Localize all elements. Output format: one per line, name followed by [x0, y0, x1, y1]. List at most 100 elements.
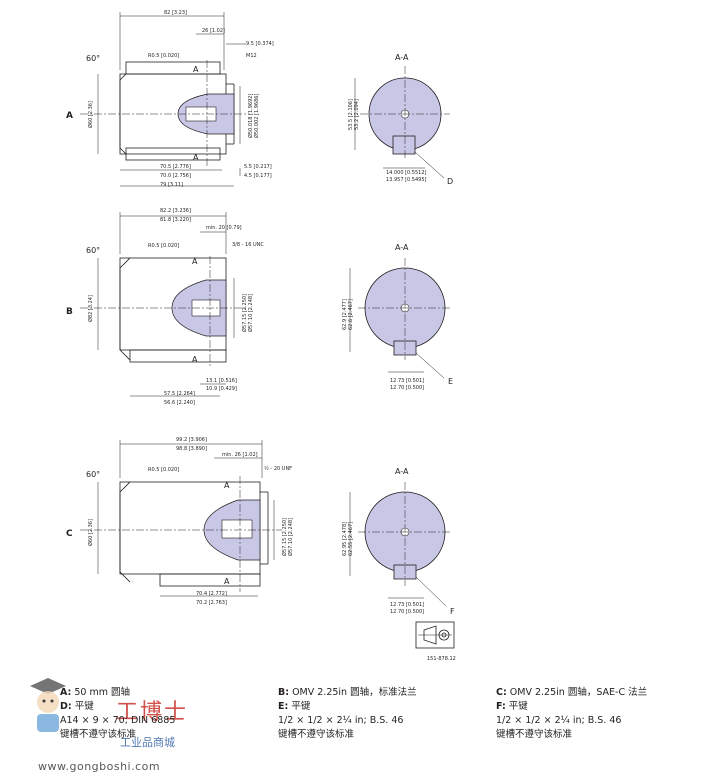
view-a-dim-overall: 82 [3.23] — [164, 10, 187, 16]
view-b-row-label: B — [66, 307, 73, 317]
view-c-dim-diameter-left: Ø60 [2.36] — [87, 519, 94, 546]
view-a-section: A-A 53.5 [2.106]53.2 [2.094] 14.000 [0.5… — [348, 53, 453, 186]
view-b-section-height: 62.9 [2.477]62.6 [2.467] — [342, 299, 354, 330]
view-a-shaft: A 82 [3.23] 26 [1.02] 9.5 [0.374] M12 60… — [66, 10, 274, 188]
view-c-section-key-2: 12.70 [0.500] — [390, 609, 424, 615]
view-b-section-title: A-A — [395, 243, 409, 252]
view-b-dim-diameter-left: Ø82 [3.24] — [87, 295, 94, 322]
view-c-thread-label: ½ - 20 UNF — [264, 465, 292, 472]
view-b-callout: E — [448, 377, 453, 386]
caption-c-key-letter: F: — [496, 701, 506, 712]
view-b-dim-diameter-right: Ø57.15 [2.250]Ø57.10 [2.248] — [241, 294, 254, 332]
view-c-radius: R0.5 [0.020] — [148, 467, 179, 473]
view-c-callout: F — [450, 607, 455, 616]
watermark-mascot-icon — [28, 676, 68, 740]
view-b-section-key-1: 12.73 [0.501] — [390, 378, 424, 384]
caption-b: B: OMV 2.25in 圆轴，标准法兰 E: 平键 1/2 × 1/2 × … — [278, 686, 417, 742]
view-a-section-height: 53.5 [2.106]53.2 [2.094] — [348, 99, 360, 130]
figure-id: 151-878.12 — [427, 656, 456, 662]
view-c-section-marker-top: A — [224, 481, 230, 490]
caption-a-letter: A: — [60, 687, 72, 698]
view-a-dim-right-1: 5.5 [0.217] — [244, 164, 272, 170]
view-b-radius: R0.5 [0.020] — [148, 243, 179, 249]
view-a-section-key-2: 13.957 [0.5495] — [386, 177, 427, 183]
view-a-key-bottom — [125, 147, 221, 161]
view-c-dim-diameter-right: Ø57.15 [2.250]Ø57.10 [2.248] — [281, 518, 294, 556]
view-a-dim-bottom-1: 70.5 [2.776] — [160, 164, 191, 170]
view-b-dim-top-1: 82.2 [3.236] — [160, 208, 191, 214]
view-b-shaft: B 82.2 [3.236] 81.8 [3.220] min. 20 [0.7… — [66, 208, 264, 406]
caption-a-note: 键槽不遵守该标准 — [60, 729, 137, 740]
watermark-url: www.gongboshi.com — [38, 760, 161, 773]
view-c-row-label: C — [66, 529, 73, 539]
view-a-dim-thread-depth: 26 [1.02] — [202, 28, 225, 34]
view-c-section-key-1: 12.73 [0.501] — [390, 602, 424, 608]
caption-a-heading: 50 mm 圆轴 — [71, 687, 130, 698]
caption-b-key-letter: E: — [278, 701, 289, 712]
view-c-dim-top-2: 98.8 [3.890] — [176, 446, 207, 452]
view-c-section-marker-bottom: A — [224, 577, 230, 586]
view-a-dim-right-2: 4.5 [0.177] — [244, 173, 272, 179]
caption-c-heading: OMV 2.25in 圆轴，SAE-C 法兰 — [506, 687, 648, 698]
view-c-thread-hole — [221, 519, 253, 539]
view-c-section: A-A 62.95 [2.478]62.55 [2.467] 12.73 [0.… — [342, 467, 455, 616]
view-a-section-key-1: 14.000 [0.5512] — [386, 170, 427, 176]
view-a-section-marker-bottom: A — [193, 153, 199, 162]
view-b-section-marker-bottom: A — [192, 355, 198, 364]
view-a-radius: R0.5 [0.020] — [148, 53, 179, 59]
caption-a-key: 平键 — [71, 701, 94, 712]
caption-a: A: 50 mm 圆轴 D: 平键 A14 × 9 × 70; DIN 6885… — [60, 686, 175, 742]
view-a-callout: D — [447, 177, 453, 186]
view-a-dim-diameter-right: Ø50.018 [1.9692]Ø50.002 [1.9686] — [247, 94, 260, 138]
caption-c-key: 平键 — [505, 701, 528, 712]
caption-b-heading: OMV 2.25in 圆轴，标准法兰 — [289, 687, 417, 698]
view-a-row-label: A — [66, 111, 73, 121]
view-c-chamfer — [119, 481, 131, 583]
view-c-key-bottom — [159, 573, 261, 587]
caption-c-spec: 1/2 × 1/2 × 2¼ in; B.S. 46 — [496, 715, 622, 726]
view-c-callout-leader — [415, 576, 447, 607]
caption-c-letter: C: — [496, 687, 507, 698]
caption-b-letter: B: — [278, 687, 290, 698]
projection-symbol-cone — [423, 625, 437, 645]
view-a-section-key — [392, 135, 416, 155]
caption-b-spec: 1/2 × 1/2 × 2¼ in; B.S. 46 — [278, 715, 404, 726]
view-a-section-title: A-A — [395, 53, 409, 62]
view-b-thread-label: 3/8 - 16 UNC — [232, 242, 264, 248]
view-b-key-bottom — [129, 349, 227, 363]
view-b-dim-bottom-1: 57.5 [2.264] — [164, 391, 195, 397]
view-c-angle: 60° — [86, 470, 100, 479]
view-b-section: A-A 62.9 [2.477]62.6 [2.467] 12.73 [0.50… — [342, 243, 453, 391]
caption-c-note: 键槽不遵守该标准 — [496, 729, 573, 740]
view-b-dim-right-1: 13.1 [0.516] — [206, 378, 237, 384]
view-b-section-marker-top: A — [192, 257, 198, 266]
view-a-angle: 60° — [86, 54, 100, 63]
view-a-key-top — [125, 61, 221, 75]
view-c-section-title: A-A — [395, 467, 409, 476]
view-c-section-height: 62.95 [2.478]62.55 [2.467] — [342, 522, 354, 556]
view-b-angle: 60° — [86, 246, 100, 255]
view-a-thread-label: M12 — [246, 53, 257, 59]
view-b-dim-top-2: 81.8 [3.220] — [160, 217, 191, 223]
view-b-dim-bottom-2: 56.6 [2.240] — [164, 400, 195, 406]
caption-a-key-letter: D: — [60, 701, 72, 712]
view-b-dim-min: min. 20 [0.79] — [206, 225, 242, 231]
caption-b-note: 键槽不遵守该标准 — [278, 729, 355, 740]
view-b-callout-leader — [415, 352, 445, 379]
view-a-dim-diameter-left: Ø60 [2.36] — [87, 101, 94, 128]
projection-symbol-frame — [415, 621, 455, 649]
view-a-dim-bottom-2: 70.0 [2.756] — [160, 173, 191, 179]
caption-c: C: OMV 2.25in 圆轴，SAE-C 法兰 F: 平键 1/2 × 1/… — [496, 686, 647, 742]
view-c-dim-bottom-2: 70.2 [2.763] — [196, 600, 227, 606]
caption-b-key: 平键 — [288, 701, 311, 712]
view-a-dim-short: 9.5 [0.374] — [246, 41, 274, 47]
watermark-subtitle: 工业品商城 — [120, 736, 175, 749]
view-b-dim-right-2: 10.9 [0.429] — [206, 386, 237, 392]
view-c-shaft: C 99.2 [3.906] 98.8 [3.890] min. 26 [1.0… — [66, 437, 294, 606]
view-a-callout-leader — [414, 151, 445, 179]
view-b-chamfer — [119, 257, 131, 361]
view-b-section-key-2: 12.70 [0.500] — [390, 385, 424, 391]
view-a-dim-bottom-3: 79 [3.11] — [160, 182, 183, 188]
watermark-brand: 工博士 — [116, 700, 189, 725]
view-c-dim-min: min. 26 [1.02] — [222, 452, 258, 458]
